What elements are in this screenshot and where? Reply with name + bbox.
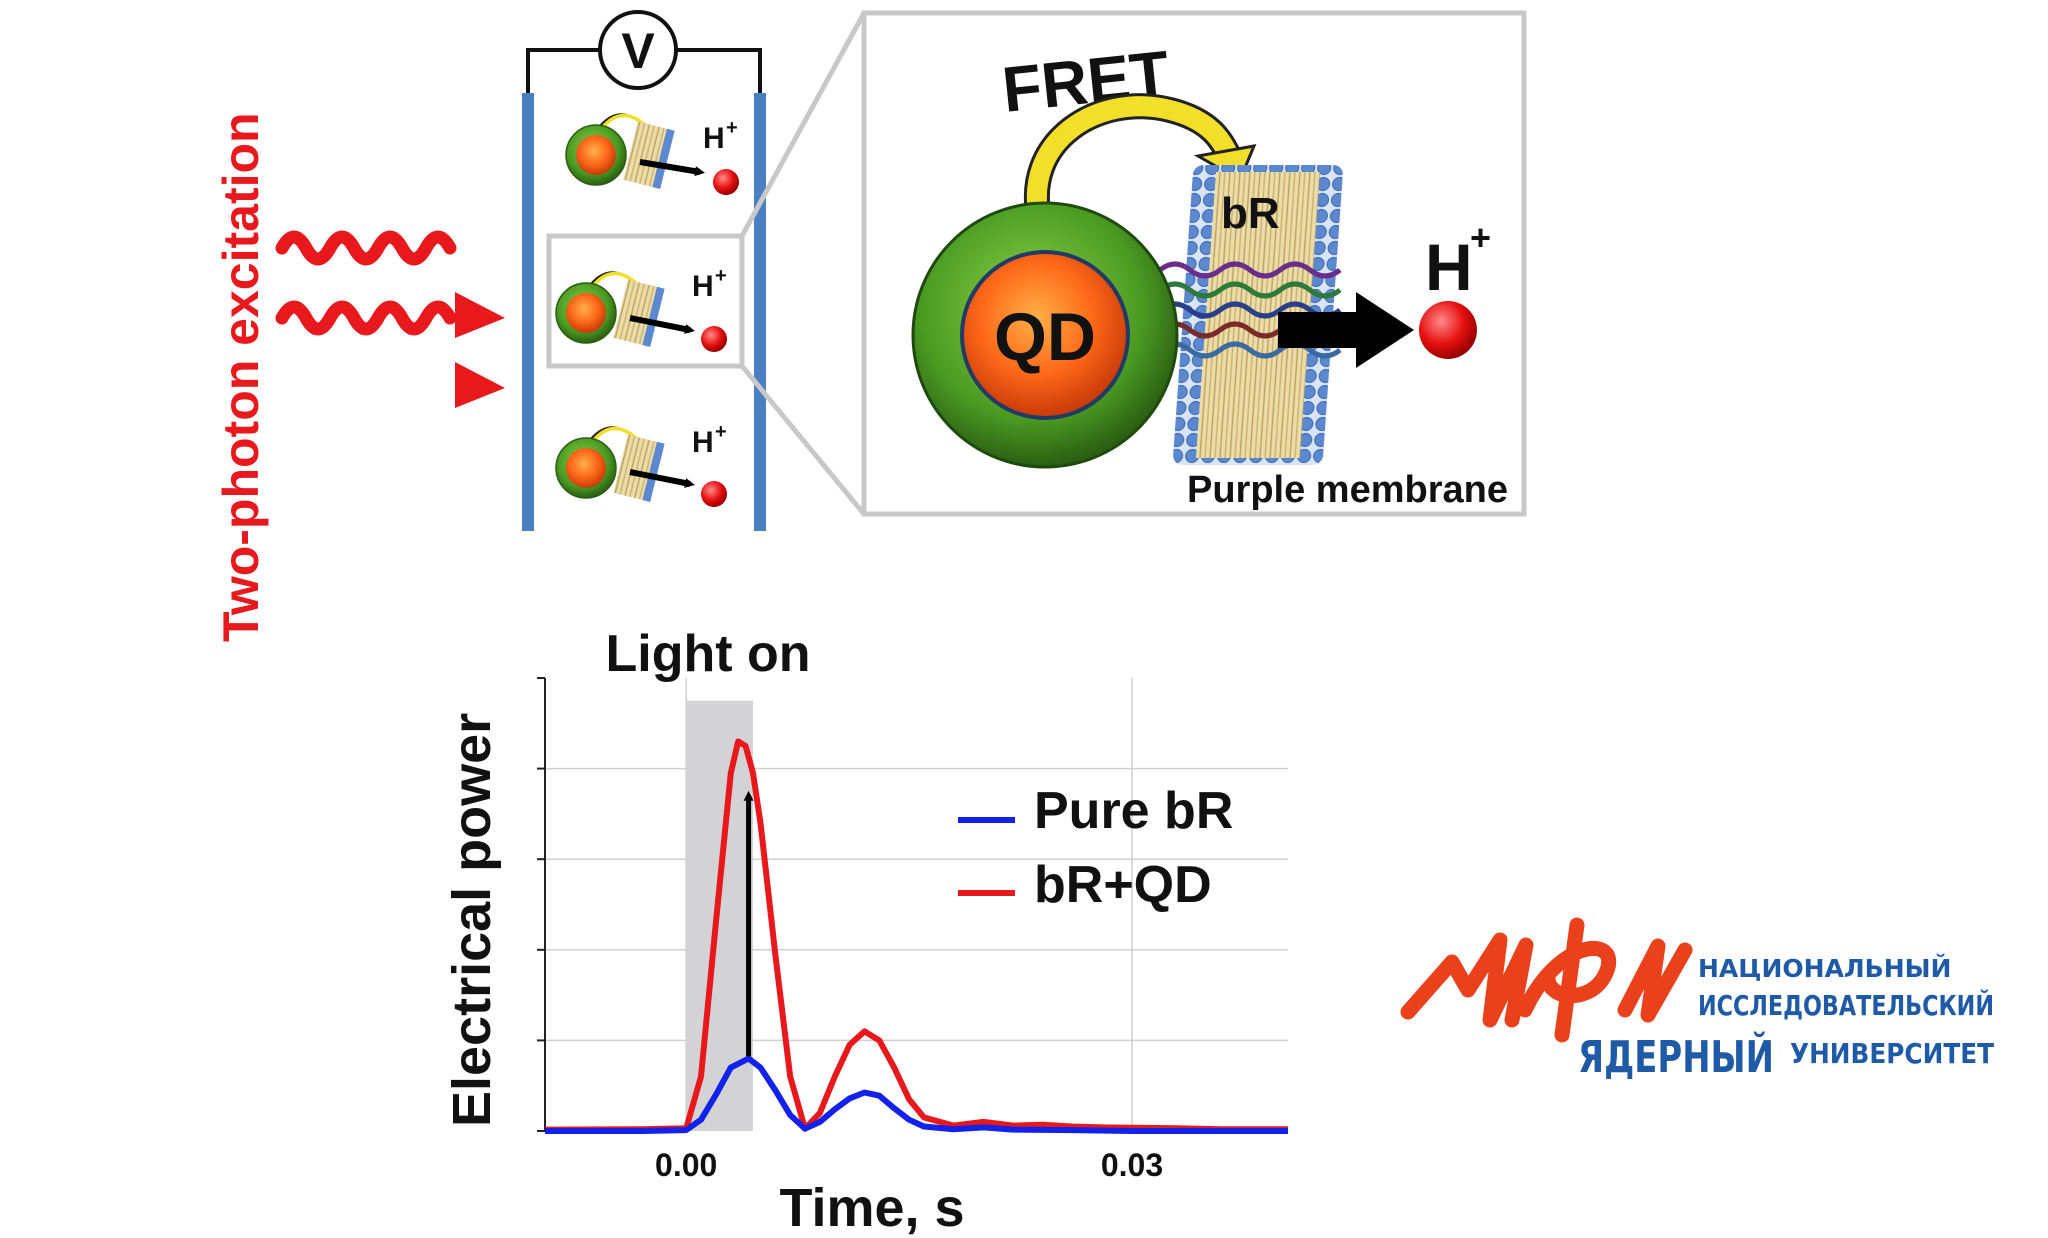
- proton-charge-1: +: [726, 117, 738, 139]
- left-electrode: [522, 93, 534, 531]
- proton-label-2: H: [692, 270, 714, 303]
- right-electrode: [754, 93, 766, 531]
- legend-label-pure-br: Pure bR: [1034, 782, 1233, 840]
- inset-proton-label: H: [1425, 230, 1473, 304]
- legend: Pure bR bR+QD: [958, 782, 1233, 914]
- proton-ball: [1419, 301, 1477, 359]
- x-axis-label: Time, s: [779, 1178, 964, 1238]
- y-axis-label: Electrical power: [442, 713, 502, 1127]
- br-label: bR: [1221, 189, 1280, 238]
- membrane-label: Purple membrane: [1187, 469, 1508, 511]
- proton-charge-2: +: [715, 265, 727, 287]
- mephi-logo: МИФИ НАЦИОНАЛЬНЫЙ ИССЛЕДОВАТЕЛЬСКИЙ ЯДЕР…: [1400, 917, 1994, 1083]
- purple-membrane: [1158, 165, 1343, 465]
- proton-transfer-arrow: [1278, 292, 1414, 368]
- logo-mark-text: МИФИ: [1546, 1048, 1549, 1051]
- zoom-selection-box: [546, 233, 745, 369]
- voltmeter-circle: [598, 10, 678, 90]
- logo-line-1: НАЦИОНАЛЬНЫЙ: [1698, 954, 1951, 983]
- zoom-line-bottom: [740, 364, 866, 516]
- proton-charge-3: +: [715, 421, 727, 443]
- series-line-br-qd: [544, 738, 1288, 1133]
- voltmeter-label: V: [621, 23, 655, 79]
- device-unit-3: H +: [555, 421, 727, 507]
- excitation-label: Two-photon excitation: [213, 112, 269, 642]
- x-tick-labels: 0.00 0.03: [655, 1147, 1163, 1183]
- light-on-band: [686, 700, 754, 1131]
- mephi-mark: [1400, 917, 1693, 1043]
- photon-wave-upper: [275, 230, 505, 338]
- logo-line-3a: ЯДЕРНЫЙ: [1578, 1030, 1774, 1083]
- inset-proton-charge: +: [1470, 217, 1491, 258]
- inset-panel: FRET bR QD H + Purple membrane: [861, 10, 1527, 517]
- device-unit-1: H +: [565, 113, 739, 195]
- device-unit-2: H +: [555, 265, 727, 352]
- proton-label-3: H: [692, 426, 714, 459]
- excitation-group: Two-photon excitation: [213, 112, 505, 642]
- logo-line-2: ИССЛЕДОВАТЕЛЬСКИЙ: [1698, 988, 1994, 1022]
- qd-core: [960, 250, 1130, 420]
- x-tick-label-0: 0.00: [655, 1147, 717, 1183]
- proton-label-1: H: [703, 122, 725, 155]
- light-on-annotation: Light on: [605, 625, 810, 683]
- y-axis-ticks: [537, 677, 545, 1132]
- x-tick-label-1: 0.03: [1101, 1147, 1163, 1183]
- photon-wave-lower: [275, 300, 505, 408]
- series-line-pure-br: [545, 1055, 1288, 1134]
- power-chart: Light on 0.00 0.03 Time, s Electrical pow…: [442, 625, 1288, 1238]
- qd-label: QD: [994, 299, 1096, 375]
- zoom-line-top: [739, 11, 867, 238]
- legend-label-br-qd: bR+QD: [1034, 856, 1212, 914]
- circuit: V: [522, 10, 766, 531]
- logo-line-3b: УНИВЕРСИТЕТ: [1790, 1037, 1994, 1070]
